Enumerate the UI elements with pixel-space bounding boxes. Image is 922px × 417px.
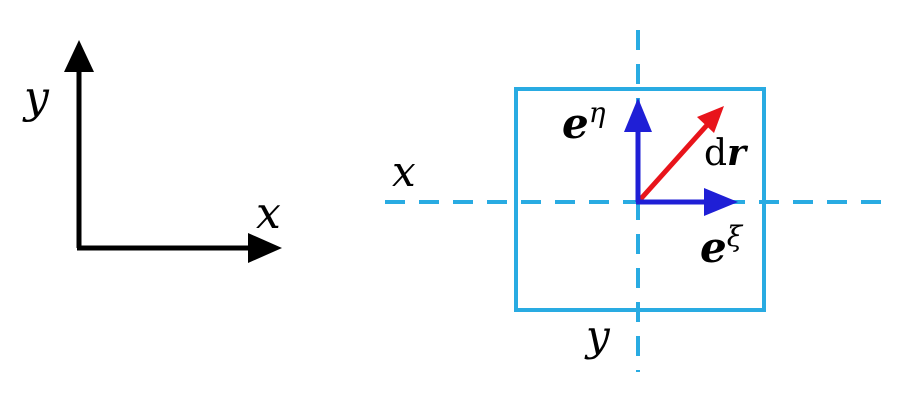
e-eta-label: eη: [562, 96, 606, 148]
global-y-arrowhead: [64, 40, 94, 72]
dr-label: dr: [704, 132, 749, 174]
cell-y-label: y: [584, 311, 611, 360]
e-eta-vector-arrowhead: [624, 98, 652, 132]
cell-x-label: x: [392, 147, 416, 196]
e-xi-label: eξ: [700, 220, 744, 272]
e-xi-vector-arrowhead: [704, 188, 738, 216]
global-x-arrowhead: [248, 233, 282, 263]
cell-rectangle: [514, 87, 766, 312]
global-x-label: x: [256, 188, 281, 239]
global-y-label: y: [22, 72, 50, 123]
dr-vector-arrowhead: [697, 106, 724, 133]
dr-vector-shaft: [636, 122, 710, 204]
global-axes: y x: [22, 40, 282, 263]
local-cell: x y eη eξ dr: [385, 30, 892, 372]
